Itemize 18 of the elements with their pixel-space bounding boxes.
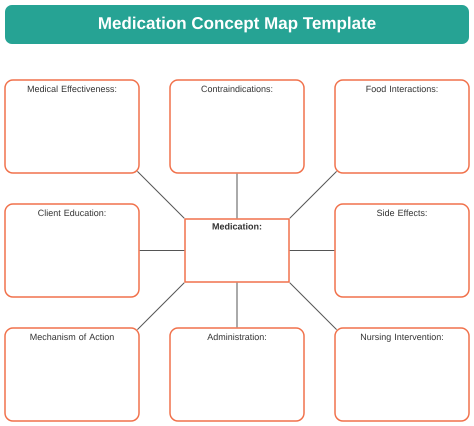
concept-box: Side Effects: [334,203,470,298]
connector-line [289,282,338,330]
connector-line [289,250,335,251]
connector-line [289,170,338,219]
central-box: Medication: [184,218,290,283]
concept-box: Food Interactions: [334,79,470,174]
concept-box: Medical Effectiveness: [4,79,140,174]
concept-box: Contraindications: [169,79,305,174]
concept-box: Nursing Intervention: [334,327,470,422]
title-banner: Medication Concept Map Template [5,5,469,44]
concept-box: Client Education: [4,203,140,298]
concept-box: Administration: [169,327,305,422]
concept-box: Mechanism of Action [4,327,140,422]
connector-line [136,282,185,330]
connector-line [139,250,185,251]
connector-line [236,282,238,328]
connector-line [236,173,238,219]
connector-line [136,170,185,219]
